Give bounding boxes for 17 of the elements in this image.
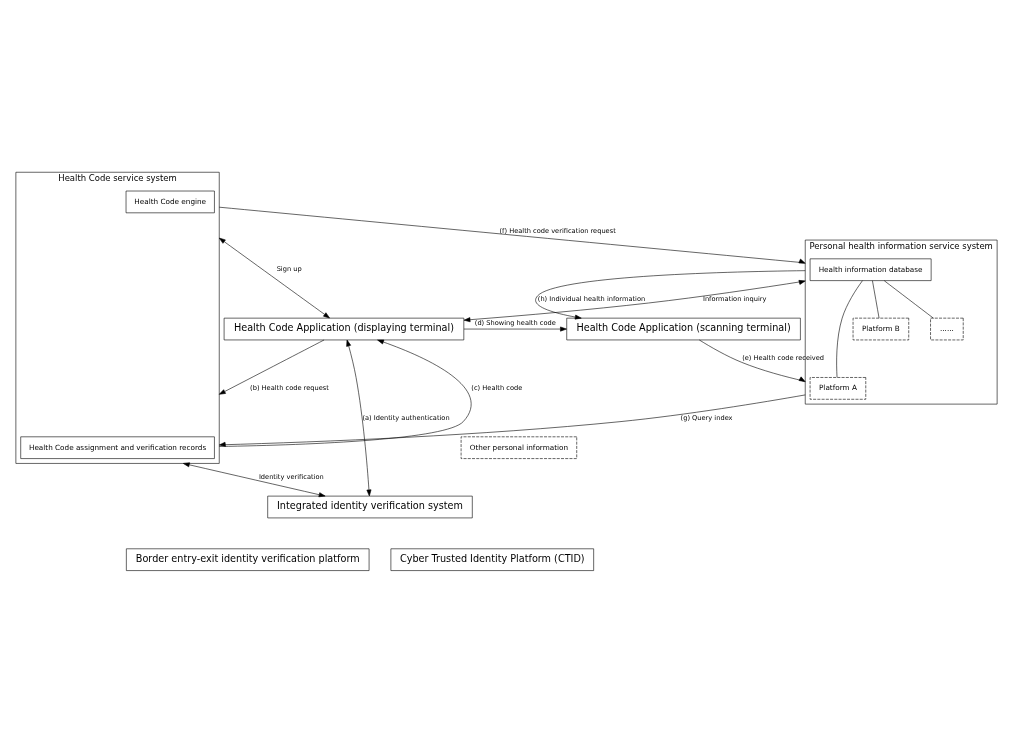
arrow xyxy=(218,339,472,447)
arrow xyxy=(346,339,372,497)
node-box: Health Code Application (scanning terminal) xyxy=(566,317,801,341)
arrow xyxy=(218,394,806,447)
node-box: Cyber Trusted Identity Platform (CTID) xyxy=(390,548,594,571)
arrow xyxy=(218,237,330,319)
node-box: Health Code Application (displaying terminal) xyxy=(223,317,465,341)
arrow xyxy=(218,206,806,264)
arrow xyxy=(463,280,806,323)
node-box: Border entry-exit identity verification platform xyxy=(126,548,370,571)
node-box: Integrated identity verification system xyxy=(267,495,473,519)
arrow xyxy=(535,270,806,320)
arrow xyxy=(183,462,326,498)
arrow xyxy=(463,326,567,332)
arrow xyxy=(218,339,325,395)
connector xyxy=(883,280,934,319)
arrow xyxy=(699,339,806,383)
